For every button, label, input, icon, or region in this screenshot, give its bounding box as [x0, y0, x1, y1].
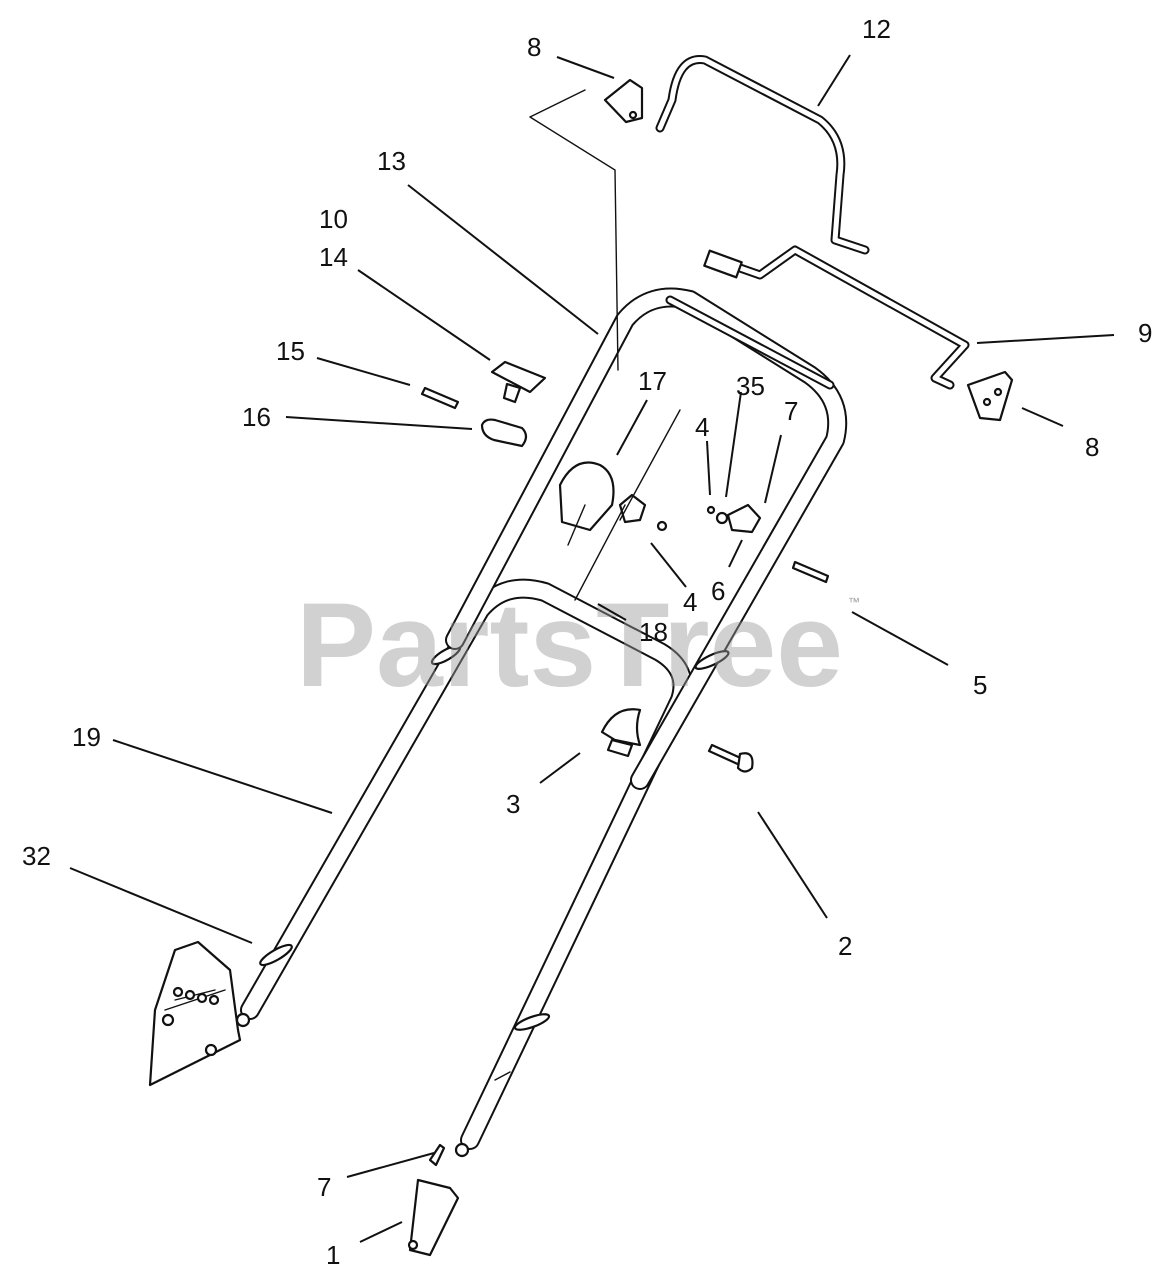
callout-17: 17 [638, 366, 667, 396]
lower-handle-tube [240, 578, 693, 1150]
callout-8a: 8 [527, 32, 541, 62]
small-hardware [656, 505, 729, 532]
callout-6: 6 [711, 576, 725, 606]
spacer-16 [480, 418, 528, 448]
leader-lines [69, 54, 1115, 1243]
leader-9 [976, 334, 1115, 344]
watermark-text: PartsTree [296, 578, 843, 712]
leader-2 [757, 811, 828, 919]
leader-12 [817, 54, 851, 107]
leader-7a [346, 1152, 435, 1178]
handle-knob [600, 708, 642, 758]
leader-17 [616, 399, 648, 456]
callout-7a: 7 [317, 1172, 331, 1202]
leader-35 [725, 391, 742, 498]
callout-7b: 7 [784, 396, 798, 426]
leader-19 [112, 739, 333, 814]
callout-4a: 4 [683, 587, 697, 617]
control-housing [558, 409, 681, 601]
callout-5: 5 [973, 670, 987, 700]
carriage-bolt [707, 743, 754, 773]
watermark-trademark: ™ [848, 595, 860, 609]
leader-3 [539, 752, 581, 784]
callout-13: 13 [377, 146, 406, 176]
leader-18 [597, 603, 627, 621]
callout-32: 32 [22, 841, 51, 871]
callout-14: 14 [319, 242, 348, 272]
leader-8a [556, 56, 615, 79]
callout-4b: 4 [695, 412, 709, 442]
callout-9: 9 [1138, 318, 1152, 348]
leader-4b [706, 440, 711, 496]
leader-14 [357, 269, 491, 361]
cable-clip [726, 503, 830, 584]
leader-8b [1021, 407, 1064, 427]
callout-15: 15 [276, 336, 305, 366]
control-bail [665, 245, 970, 390]
handle-bracket [148, 940, 251, 1087]
callout-18: 18 [639, 617, 668, 647]
callout-35: 35 [736, 371, 765, 401]
leader-16 [285, 416, 473, 430]
leader-7b [764, 434, 782, 504]
callout-2: 2 [838, 931, 852, 961]
callout-labels: 1 2 3 4 4 5 6 7 7 8 8 9 10 12 13 14 15 1… [22, 14, 1152, 1270]
leader-15 [316, 357, 411, 386]
upper-control-rod [655, 55, 870, 255]
callout-16: 16 [242, 402, 271, 432]
callout-19: 19 [72, 722, 101, 752]
leader-5 [851, 611, 949, 666]
bolt-15 [420, 386, 460, 410]
callout-1: 1 [326, 1240, 340, 1270]
cable-knob [490, 360, 547, 404]
callout-8b: 8 [1085, 432, 1099, 462]
cable-guide-right [966, 370, 1014, 422]
leader-32 [69, 867, 253, 944]
leader-6 [728, 539, 743, 568]
leader-1 [359, 1221, 403, 1243]
cable-guide-top [529, 78, 644, 371]
callout-10: 10 [319, 204, 348, 234]
lower-end-bracket [407, 1142, 470, 1257]
leader-4a [650, 542, 687, 588]
leader-13 [407, 184, 599, 335]
callout-12: 12 [862, 14, 891, 44]
callout-3: 3 [506, 789, 520, 819]
